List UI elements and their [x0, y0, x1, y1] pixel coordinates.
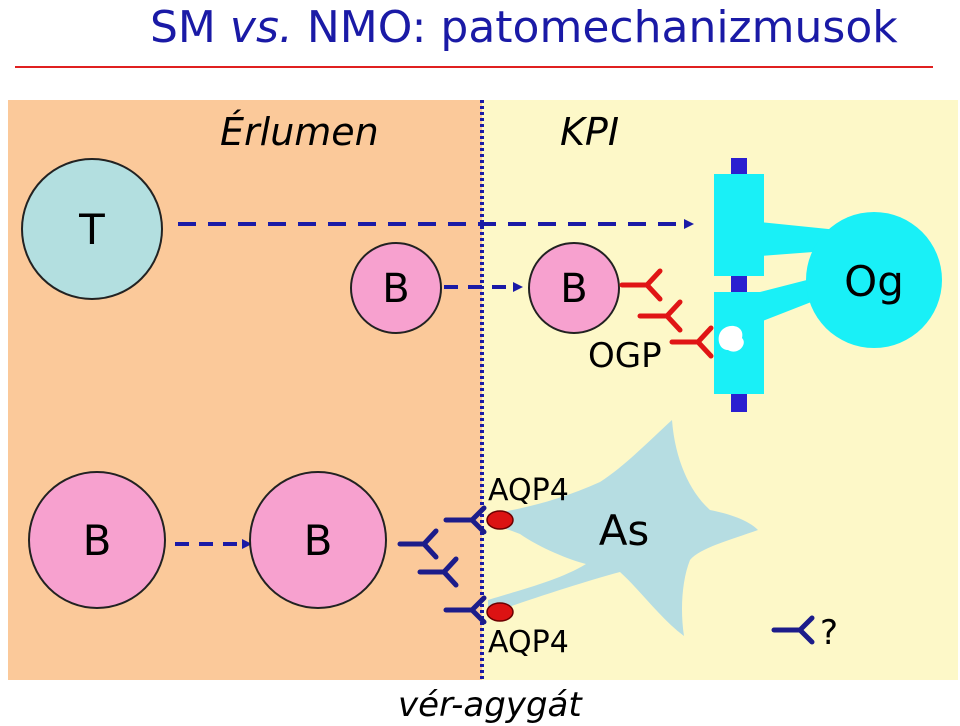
aqp4-antibody-bottom — [443, 595, 487, 625]
b-cell-top-left — [350, 242, 442, 334]
b-cell-top-left-label: B — [382, 266, 409, 312]
title-underline — [15, 66, 933, 68]
cns-label: KPI — [560, 110, 619, 154]
aqp4-channel-top — [486, 510, 514, 530]
ogp-antibody-3 — [669, 325, 714, 359]
t-cell — [21, 158, 163, 300]
slide-title: SM vs. NMO: patomechanizmusok — [150, 2, 898, 53]
myelin-damage — [718, 325, 744, 352]
myelin-segment-top — [714, 174, 764, 276]
t-cell-label: T — [78, 205, 105, 254]
astrocyte — [488, 420, 758, 636]
b-cell-bottom-left — [28, 471, 166, 609]
lumen-label: Érlumen — [220, 110, 379, 154]
ogp-antibody-2 — [637, 299, 683, 333]
b-cell-bottom-mid-label: B — [304, 516, 333, 565]
oligodendrocyte — [806, 212, 942, 348]
aqp4-label-bottom: AQP4 — [488, 625, 569, 660]
astrocyte-label: As — [599, 506, 650, 555]
aqp4-label-top: AQP4 — [488, 473, 569, 508]
aqp4-antibody-top — [443, 505, 487, 535]
ogp-antibody-1 — [619, 268, 663, 302]
free-antibody-2 — [417, 556, 459, 588]
b-cell-bottom-mid — [249, 471, 387, 609]
title-prefix: SM — [150, 2, 216, 53]
oligodendrocyte-label: Og — [844, 257, 904, 306]
b-cell-top-right — [528, 242, 620, 334]
myelin-node-bottom — [731, 394, 747, 412]
title-vs: vs. — [229, 2, 293, 53]
unknown-antigen-label: ? — [820, 613, 838, 653]
ogp-label: OGP — [588, 336, 662, 376]
aqp4-channel-bottom — [486, 602, 514, 622]
title-rest: NMO: patomechanizmusok — [306, 2, 898, 53]
myelin-node-middle — [731, 276, 747, 294]
free-antibody-1 — [397, 528, 439, 560]
unknown-antibody — [771, 615, 815, 645]
b-cell-top-right-label: B — [560, 266, 587, 312]
barrier-label: vér-agygát — [398, 685, 583, 725]
b-cell-bottom-left-label: B — [83, 516, 112, 565]
myelin-node-top — [731, 158, 747, 176]
